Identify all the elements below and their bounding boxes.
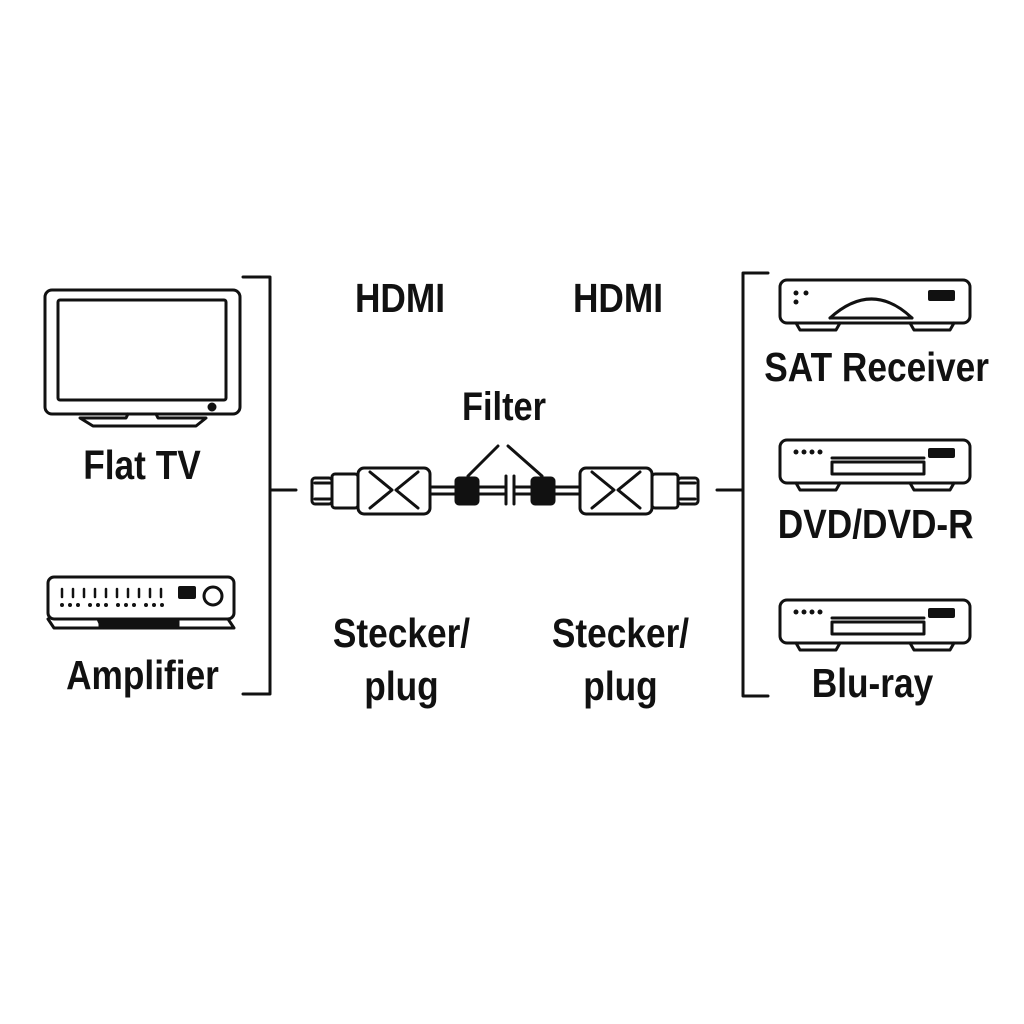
right-bracket [715, 271, 770, 698]
sat-receiver-icon [778, 278, 972, 332]
bluray-label: Blu-ray [811, 660, 934, 706]
left-plug-label: Stecker/ plug [326, 610, 477, 710]
filter-label: Filter [461, 385, 547, 429]
left-bracket [241, 275, 298, 696]
bluray-player-icon [778, 598, 972, 652]
left-connector-type-label: HDMI [354, 275, 446, 321]
flat-tv-label: Flat TV [83, 442, 201, 488]
amplifier-label: Amplifier [66, 652, 219, 698]
dvd-player-icon [778, 438, 972, 492]
right-plug-label-line2: plug [583, 663, 658, 710]
amplifier-icon [46, 575, 236, 630]
left-plug-label-line2: plug [364, 663, 439, 710]
right-plug-label-line1: Stecker/ [551, 610, 690, 656]
sat-receiver-label: SAT Receiver [764, 344, 989, 390]
left-plug-label-line1: Stecker/ [332, 610, 471, 656]
flat-tv-icon [43, 288, 242, 428]
right-plug-label: Stecker/ plug [545, 610, 696, 710]
dvd-label: DVD/DVD-R [777, 501, 974, 547]
right-connector-type-label: HDMI [572, 275, 664, 321]
hdmi-cable-icon [310, 444, 700, 516]
